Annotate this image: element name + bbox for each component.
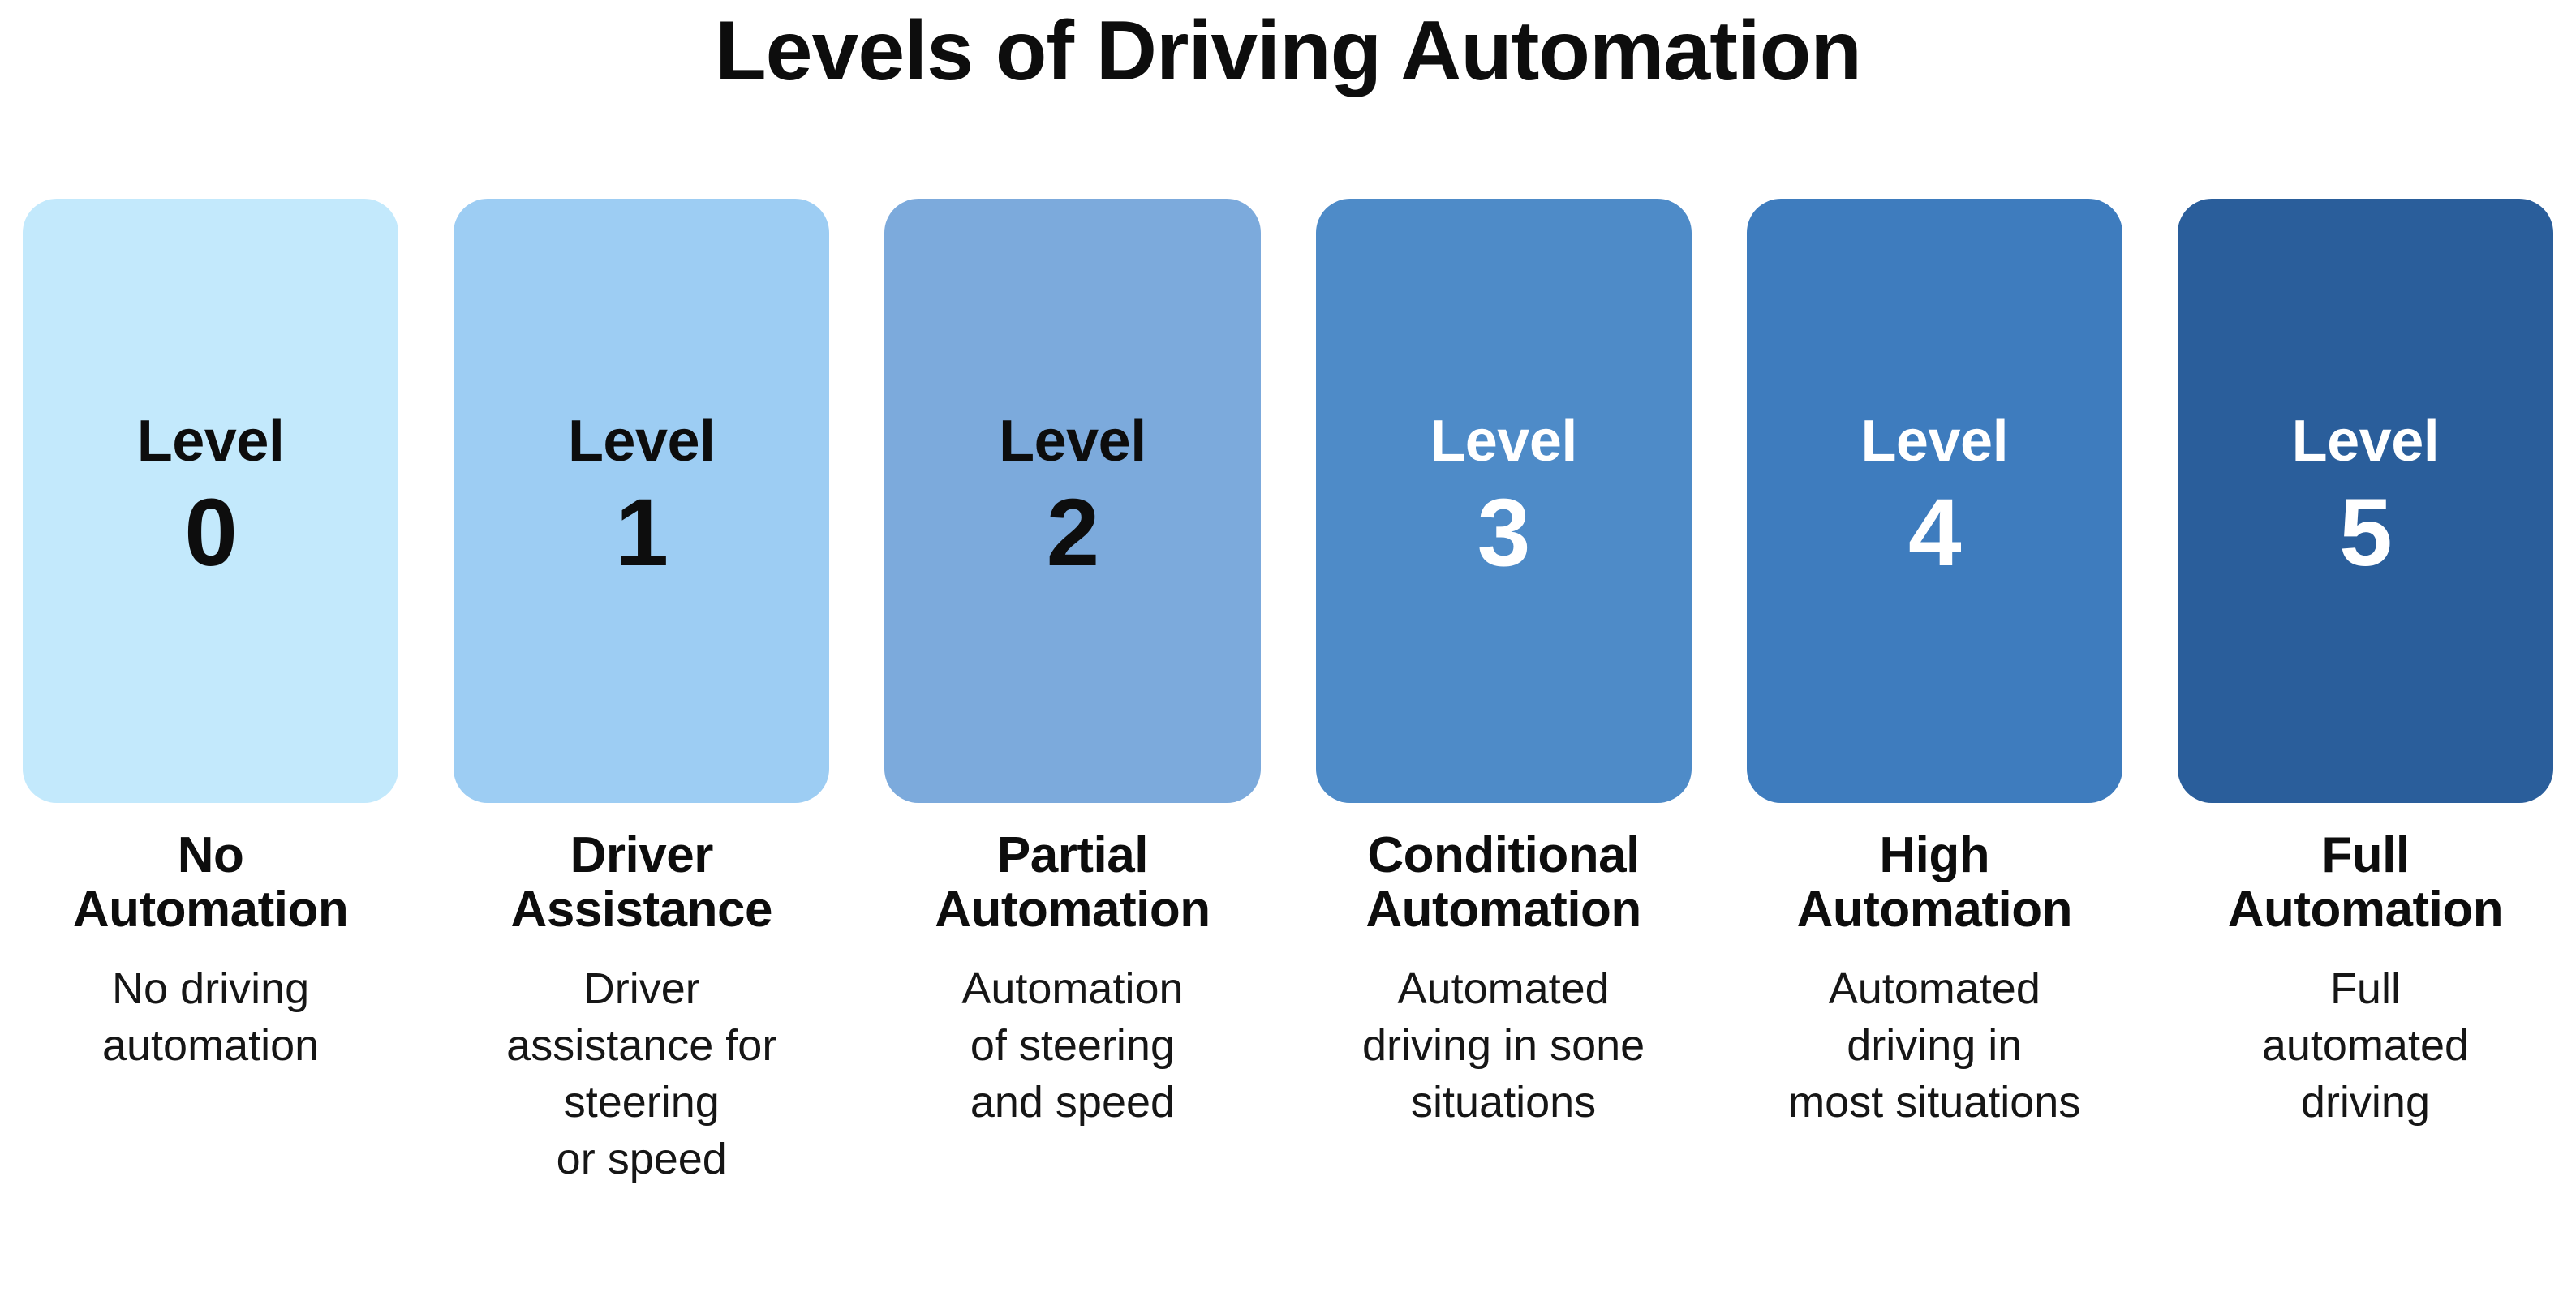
level-description-5: Full automated driving	[2178, 960, 2553, 1131]
level-number-3: 3	[1477, 479, 1531, 586]
level-name-line: Automation	[1796, 881, 2073, 938]
level-column-5: Level 5 Full Automation Full automated d…	[2177, 199, 2554, 1131]
level-number-1: 1	[615, 479, 669, 586]
level-description-line: driving in sone	[1361, 1021, 1645, 1071]
level-name-line: Automation	[1365, 881, 1641, 938]
level-number-5: 5	[2339, 479, 2393, 586]
level-description-line: and speed	[970, 1078, 1176, 1127]
level-description-1: Driver assistance for steering or speed	[454, 960, 829, 1188]
level-word-2: Level	[999, 408, 1146, 474]
level-description-line: No driving	[112, 964, 310, 1013]
level-description-line: of steering	[970, 1021, 1175, 1071]
level-description-line: Full	[2329, 964, 2401, 1013]
level-description-line: situations	[1411, 1078, 1597, 1127]
level-name-3: Conditional Automation	[1316, 827, 1692, 938]
level-description-line: Automation	[961, 964, 1184, 1013]
page-title: Levels of Driving Automation	[715, 4, 1862, 98]
level-word-4: Level	[1860, 408, 2009, 474]
level-description-0: No driving automation	[23, 960, 398, 1074]
level-description-line: automation	[101, 1021, 320, 1071]
level-word-3: Level	[1430, 408, 1577, 474]
level-name-1: Driver Assistance	[454, 827, 829, 938]
level-name-line: Driver	[570, 827, 714, 883]
level-name-line: Automation	[72, 881, 349, 938]
level-card-5[interactable]: Level 5	[2177, 199, 2554, 803]
level-word-5: Level	[2291, 408, 2440, 474]
level-description-4: Automated driving in most situations	[1747, 960, 2122, 1131]
level-description-line: or speed	[556, 1135, 727, 1184]
level-name-0: No Automation	[23, 827, 398, 938]
level-description-line: automated	[2261, 1021, 2470, 1071]
level-card-3[interactable]: Level 3	[1315, 199, 1692, 803]
level-description-line: driving in	[1847, 1021, 2023, 1071]
level-description-line: driving	[2300, 1078, 2430, 1127]
level-column-2: Level 2 Partial Automation Automation of…	[884, 199, 1261, 1131]
level-description-2: Automation of steering and speed	[884, 960, 1260, 1131]
level-card-4[interactable]: Level 4	[1746, 199, 2122, 803]
level-name-line: High	[1879, 827, 1990, 883]
level-description-line: most situations	[1788, 1078, 2081, 1127]
level-description-line: steering	[563, 1078, 720, 1127]
level-description-line: Automated	[1828, 964, 2041, 1013]
level-description-line: Driver	[583, 964, 700, 1013]
level-column-3: Level 3 Conditional Automation Automated…	[1315, 199, 1692, 1131]
level-name-line: No	[177, 827, 244, 883]
level-column-0: Level 0 No Automation No driving automat…	[23, 199, 399, 1074]
level-name-line: Conditional	[1367, 827, 1640, 883]
level-card-1[interactable]: Level 1	[454, 199, 830, 803]
level-name-line: Assistance	[510, 881, 773, 938]
level-number-2: 2	[1046, 479, 1100, 586]
level-column-4: Level 4 High Automation Automated drivin…	[1746, 199, 2122, 1131]
level-name-line: Automation	[935, 881, 1211, 938]
level-name-5: Full Automation	[2178, 827, 2553, 938]
level-number-4: 4	[1907, 479, 1962, 586]
level-card-0[interactable]: Level 0	[23, 199, 399, 803]
level-column-1: Level 1 Driver Assistance Driver assista…	[454, 199, 830, 1188]
level-number-0: 0	[184, 479, 238, 586]
level-name-line: Full	[2321, 827, 2410, 883]
level-card-2[interactable]: Level 2	[884, 199, 1261, 803]
level-name-line: Automation	[2227, 881, 2504, 938]
level-name-line: Partial	[996, 827, 1149, 883]
level-description-3: Automated driving in sone situations	[1316, 960, 1692, 1131]
levels-row: Level 0 No Automation No driving automat…	[23, 199, 2554, 1188]
level-name-4: High Automation	[1747, 827, 2122, 938]
level-description-line: assistance for	[506, 1021, 777, 1071]
level-description-line: Automated	[1397, 964, 1610, 1013]
level-word-0: Level	[136, 408, 285, 474]
level-name-2: Partial Automation	[884, 827, 1260, 938]
level-word-1: Level	[567, 408, 716, 474]
